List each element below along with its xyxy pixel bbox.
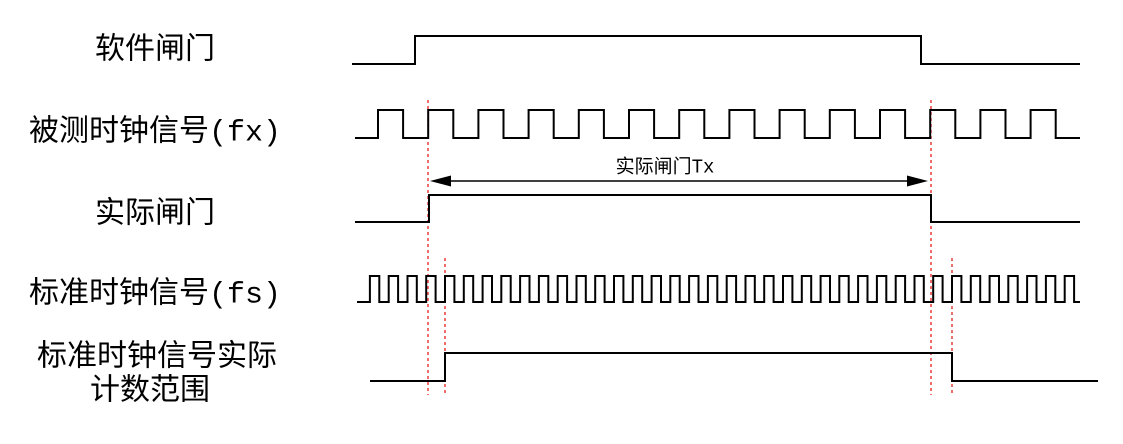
edge-markers bbox=[427, 100, 953, 395]
measured-clock-waveform bbox=[355, 109, 1080, 139]
waveforms bbox=[352, 35, 1098, 382]
measured-clock-label: 被测时钟信号(fx) bbox=[29, 115, 281, 151]
gate-duration-arrow: 实际闸门Tx bbox=[430, 156, 928, 187]
arrowhead-left-icon bbox=[430, 175, 451, 187]
arrowhead-right-icon bbox=[907, 175, 928, 187]
count-range-label-line-1: 标准时钟信号实际 bbox=[37, 340, 277, 376]
actual-gate-waveform bbox=[355, 194, 1080, 223]
gate-duration-label: 实际闸门Tx bbox=[616, 156, 715, 179]
standard-clock-waveform bbox=[357, 275, 1080, 303]
count-range-label-line-2: 计数范围 bbox=[90, 374, 210, 410]
signal-labels: 软件闸门 被测时钟信号(fx) 实际闸门 标准时钟信号(fs) 标准时钟信号实际… bbox=[29, 33, 281, 410]
actual-gate-label: 实际闸门 bbox=[95, 197, 215, 233]
software-gate-waveform bbox=[352, 35, 1080, 65]
software-gate-label: 软件闸门 bbox=[95, 33, 215, 69]
count-range-waveform bbox=[370, 352, 1098, 382]
standard-clock-label: 标准时钟信号(fs) bbox=[29, 277, 281, 313]
